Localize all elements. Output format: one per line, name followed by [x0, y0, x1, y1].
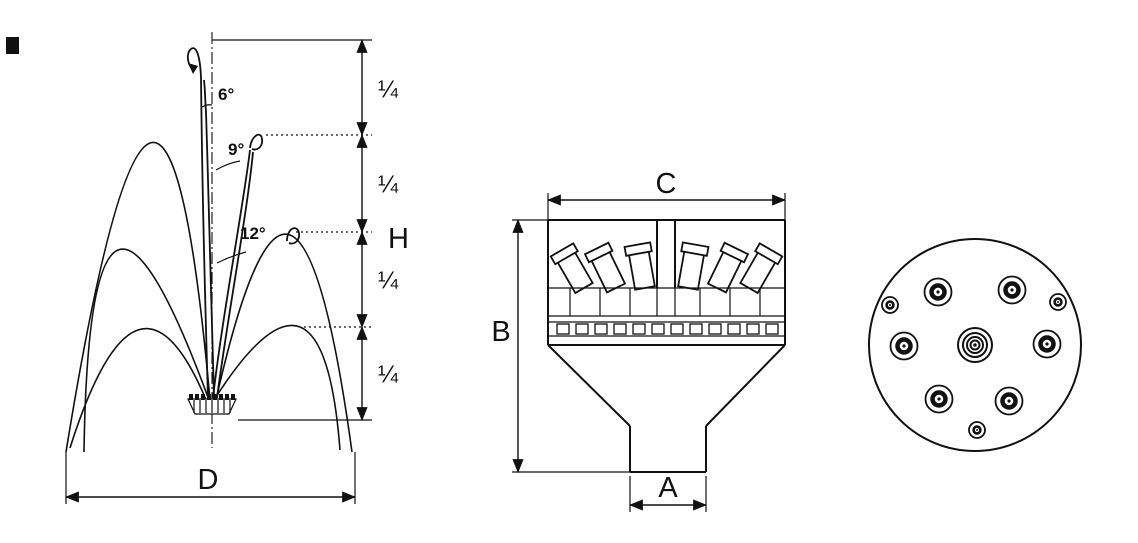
spray-arc-right-low: [213, 324, 341, 451]
small-nozzle: [1049, 293, 1067, 311]
funnel-body: [547, 344, 786, 427]
scan-artifact: [6, 37, 19, 54]
nozzle-top-view: [868, 238, 1082, 452]
quarter-label-1: ¼: [378, 76, 399, 103]
quarter-label-4: ¼: [378, 361, 399, 388]
small-nozzles: [881, 293, 1067, 439]
casing-outline: [547, 219, 786, 345]
large-nozzle: [889, 331, 919, 361]
nozzle-tips: [189, 394, 235, 400]
inlet-width-label: A: [658, 472, 678, 504]
spray-arc-left-low: [69, 327, 208, 449]
faceplate-outline: [868, 238, 1082, 452]
small-nozzle: [968, 421, 986, 439]
nozzle-side-view: C: [491, 168, 787, 512]
jet-nozzle-row: [549, 241, 784, 295]
jet-tip-arrow: [188, 63, 198, 74]
nozzle-hatch-lines: [193, 400, 231, 413]
flange-lines: [548, 335, 785, 346]
height-label: H: [388, 223, 409, 255]
inlet-width-dimension: [628, 476, 708, 512]
center-riser-pipe: [656, 220, 676, 288]
angle-label-9: 9°: [228, 140, 244, 159]
large-nozzle: [994, 386, 1024, 416]
quarter-label-2: ¼: [378, 171, 399, 198]
top-width-dimension: [546, 193, 787, 220]
fountain-spray-diagram: 6° 9° 12°: [64, 32, 409, 504]
large-nozzle: [924, 384, 954, 414]
bolt-row: [556, 323, 779, 335]
spray-arc-left-high: [65, 141, 211, 453]
inlet-pipe: [629, 426, 707, 473]
body-height-label: B: [491, 316, 510, 348]
height-reference-lines: [212, 39, 372, 421]
large-nozzle: [997, 275, 1027, 305]
center-jet: [186, 47, 215, 399]
outer-jet-hook: [286, 227, 300, 245]
spray-arcs: [65, 141, 353, 453]
angle-label-6: 6°: [218, 85, 234, 104]
top-width-label: C: [656, 168, 677, 200]
spray-arc-left-mid: [83, 248, 210, 453]
diameter-label: D: [198, 464, 219, 496]
quarter-label-3: ¼: [378, 267, 399, 294]
large-nozzles: [889, 275, 1062, 416]
angle-arcs: [201, 104, 247, 264]
large-nozzle: [1032, 329, 1062, 359]
spray-nozzle-head: [187, 394, 237, 415]
manifold-blocks: [548, 287, 785, 323]
diameter-dimension: [64, 452, 357, 504]
body-height-dimension: [512, 218, 630, 474]
angle-label-12: 12°: [240, 224, 266, 243]
small-nozzle: [881, 296, 899, 314]
center-nozzle: [957, 327, 993, 363]
spray-arc-right-mid: [215, 233, 353, 453]
large-nozzle: [923, 277, 953, 307]
mid-jet: [212, 133, 263, 399]
